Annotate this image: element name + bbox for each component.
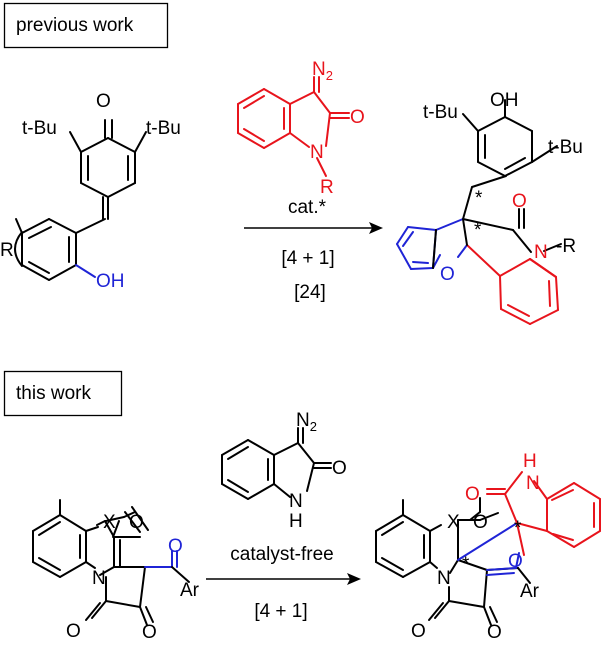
p2-o-upper: O: [473, 512, 488, 533]
p1-amide-n: N: [534, 242, 548, 263]
p2-star2: *: [514, 518, 522, 539]
reagent-diazo-oxindole-r: N2 O N R: [237, 59, 365, 198]
p2-nh-n: N: [526, 473, 540, 494]
product1-benzofuran-ring: [396, 218, 468, 270]
reactant2-acyl: [144, 550, 178, 568]
previous-work-text: previous work: [16, 15, 134, 36]
r2-o-left: O: [66, 621, 81, 642]
qm-tbu-right: t-Bu: [146, 118, 181, 139]
p2-o-left: O: [411, 621, 426, 642]
previous-work-label: previous work: [3, 2, 169, 49]
r2-o-upper: O: [129, 512, 144, 533]
r2-o-acyl: O: [168, 536, 183, 557]
product-spiro-furan-oxindole: H N O X O O N Ar O O * *: [375, 451, 601, 643]
reactant-quinone-methide: O t-Bu t-Bu R OH: [0, 91, 181, 292]
p1-carbonyl-o: O: [512, 191, 527, 212]
p1-phenol: OH: [490, 90, 519, 111]
p2-ar: Ar: [520, 581, 540, 602]
r2-reagent-n: N: [289, 491, 303, 512]
r2-condition-type: [4 + 1]: [254, 601, 307, 622]
reagent-diazo-oxindole-nh: N2 O N H: [221, 410, 347, 532]
p1-spiro-bond: [462, 218, 468, 246]
reaction2-arrow: catalyst-free [4 + 1]: [206, 544, 361, 622]
reactant-pyrroloquinoxaline: X O N O Ar O O: [32, 499, 200, 643]
p1-star1: *: [475, 188, 483, 209]
r2-condition-catalyst: catalyst-free: [230, 544, 333, 565]
reagent-r: R: [320, 177, 334, 198]
product2-furan-bonds: [457, 522, 520, 576]
reaction1-arrow: cat.* [4 + 1] [24]: [244, 197, 383, 303]
r2-reagent-carbonyl-o: O: [332, 458, 347, 479]
r2-o-right: O: [142, 622, 157, 643]
product-spiro-benzofuran: OH t-Bu t-Bu O O N -R * *: [396, 90, 583, 325]
this-work-label: this work: [3, 370, 123, 417]
p2-o-right: O: [487, 622, 502, 643]
r2-ar: Ar: [180, 580, 200, 601]
product2-core-bonds: [375, 497, 531, 626]
reactant2-bonds: [32, 499, 154, 626]
r2-x: X: [103, 512, 116, 533]
p1-tbu-left: t-Bu: [423, 102, 458, 123]
p1-n-r-bond: [543, 243, 562, 252]
previous-work-frame: [3, 2, 169, 49]
r2-diazo-n2: N2: [296, 410, 317, 434]
diazo-oxindole-bonds: [237, 76, 350, 177]
product1-phenol-ring: [462, 99, 558, 253]
p2-star1: *: [462, 554, 470, 575]
p2-nh-h: H: [523, 451, 537, 472]
oh-bond: [75, 264, 96, 278]
r2-n: N: [92, 568, 106, 589]
p1-r: -R: [556, 236, 576, 257]
diazo-oxindole-nh-bonds: [221, 427, 332, 500]
product1-oxindole: [466, 244, 559, 325]
reagent-amide-n: N: [310, 142, 324, 163]
p1-tbu-right: t-Bu: [548, 137, 583, 158]
reagent-carbonyl-o: O: [350, 107, 365, 128]
p1-star2: *: [474, 220, 482, 241]
quinone-methide-bonds: [14, 119, 147, 281]
p1-fused-bond: [432, 229, 437, 269]
diazo-n2: N2: [312, 59, 333, 83]
product2-oxindole: [486, 471, 601, 556]
p2-ring-o: O: [508, 551, 523, 572]
p1-ring-o: O: [440, 264, 455, 285]
this-work-frame: [3, 370, 123, 417]
r2-reagent-h: H: [289, 511, 303, 532]
r1-condition-ref: [24]: [294, 282, 326, 303]
this-work-text: this work: [16, 383, 91, 404]
qm-r-group: R: [0, 240, 14, 261]
r2-ar-bond: [171, 566, 190, 583]
p2-x: X: [447, 512, 460, 533]
qm-tbu-left: t-Bu: [22, 118, 57, 139]
qm-hydroxyl: OH: [96, 271, 125, 292]
p2-n: N: [437, 568, 451, 589]
r1-condition-catalyst: cat.*: [288, 197, 327, 218]
qm-ketone-o: O: [96, 91, 111, 112]
p2-carbonyl-o: O: [465, 484, 480, 505]
r1-condition-type: [4 + 1]: [281, 248, 334, 269]
